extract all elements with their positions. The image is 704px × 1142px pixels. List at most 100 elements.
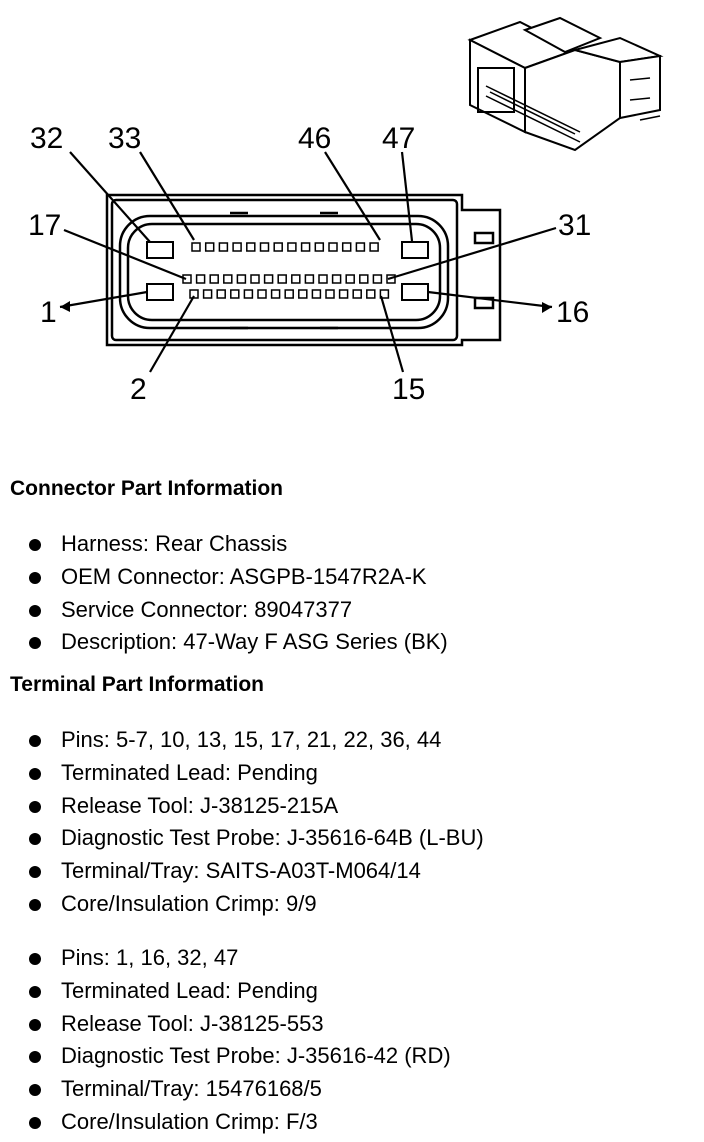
bullet-icon (29, 866, 41, 879)
terminal-cavity (232, 242, 242, 252)
terminal-cavity (366, 289, 376, 299)
terminal-cavity (202, 289, 213, 299)
pin-label-16: 16 (556, 296, 589, 329)
terminal-cavity (243, 289, 254, 299)
terminal-cavity (291, 274, 301, 284)
connector-face (105, 193, 502, 347)
bullet-icon (29, 735, 41, 747)
bullet-icon (29, 1084, 41, 1097)
connector-section-title: Connector Part Information (10, 477, 284, 500)
bullet-icon (29, 571, 41, 584)
terminal-cavity (359, 274, 369, 284)
terminal-cavity (218, 242, 229, 252)
pin-label-17: 17 (28, 209, 61, 242)
bullet-icon (29, 985, 41, 998)
terminal-cavity (379, 289, 390, 299)
bullet-icon (29, 833, 41, 846)
list-item: Terminal/Tray: SAITS-A03T-M064/14 (0, 855, 484, 888)
terminal-cavity (298, 289, 308, 299)
cavity-16 (401, 283, 429, 301)
terminal-cavity (216, 289, 226, 299)
connector-info-list: Harness: Rear Chassis OEM Connector: ASG… (0, 528, 448, 659)
terminal-cavity (304, 274, 315, 284)
terminal-cavity (325, 289, 335, 299)
terminal-info-list-2: Pins: 1, 16, 32, 47 Terminated Lead: Pen… (0, 942, 451, 1139)
list-item: Release Tool: J-38125-553 (0, 1008, 451, 1041)
terminal-cavity (204, 242, 215, 252)
large-cavities (146, 241, 429, 301)
terminal-cavity (277, 274, 287, 284)
leader-arrowheads (60, 301, 552, 313)
connector-3d-thumbnail (467, 16, 664, 152)
cavity-47 (401, 241, 429, 259)
bullet-icon (29, 1018, 41, 1031)
list-item: Core/Insulation Crimp: 9/9 (0, 888, 484, 921)
terminal-cavity (311, 289, 322, 299)
terminal-cavity (328, 242, 338, 252)
bullet-icon (29, 953, 41, 965)
list-item: Diagnostic Test Probe: J-35616-42 (RD) (0, 1040, 451, 1073)
pin-label-33: 33 (108, 122, 141, 155)
terminal-cavity (314, 242, 325, 252)
terminal-cavity (352, 289, 362, 299)
pin-label-15: 15 (392, 373, 425, 406)
bullet-icon (29, 1051, 41, 1064)
terminal-cavity (246, 242, 256, 252)
pin-label-32: 32 (30, 122, 63, 155)
terminal-cavity (355, 242, 366, 252)
terminal-cavity (259, 242, 270, 252)
pin-label-1: 1 (40, 296, 57, 329)
bullet-icon (29, 898, 41, 911)
terminal-cavity (345, 274, 355, 284)
pin-label-46: 46 (298, 122, 331, 155)
terminal-cavity (287, 242, 297, 252)
terminal-cavity (257, 289, 267, 299)
bullet-icon (29, 767, 41, 780)
pin-label-2: 2 (130, 373, 147, 406)
list-item: Pins: 5-7, 10, 13, 15, 17, 21, 22, 36, 4… (0, 724, 484, 757)
list-item: Harness: Rear Chassis (0, 528, 448, 561)
connector-diagram: 32 33 46 47 17 31 1 16 2 15 (28, 16, 664, 406)
terminal-cavity (250, 274, 260, 284)
terminal-cavity (331, 274, 342, 284)
terminal-cavity (369, 242, 379, 252)
list-item: Core/Insulation Crimp: F/3 (0, 1106, 451, 1139)
list-item: Pins: 1, 16, 32, 47 (0, 942, 451, 975)
terminal-cavity (273, 242, 283, 252)
cavity-32 (146, 241, 174, 259)
pin-label-47: 47 (382, 122, 415, 155)
leader-lines (59, 151, 557, 373)
list-item: Diagnostic Test Probe: J-35616-64B (L-BU… (0, 822, 484, 855)
bullet-icon (29, 604, 41, 617)
list-item: Terminated Lead: Pending (0, 757, 484, 790)
bullet-icon (29, 539, 41, 551)
terminal-cavity (263, 274, 274, 284)
terminal-cavity (372, 274, 383, 284)
cavity-1 (146, 283, 174, 301)
terminal-section-title: Terminal Part Information (10, 673, 264, 696)
list-item: Terminated Lead: Pending (0, 975, 451, 1008)
terminal-cavity (300, 242, 311, 252)
terminal-cavity (338, 289, 349, 299)
list-item: Terminal/Tray: 15476168/5 (0, 1073, 451, 1106)
terminal-cavity (284, 289, 294, 299)
bullet-icon (29, 800, 41, 813)
terminal-cavity (341, 242, 352, 252)
terminal-cavity (223, 274, 233, 284)
terminal-info-list-1: Pins: 5-7, 10, 13, 15, 17, 21, 22, 36, 4… (0, 724, 484, 921)
small-cavities (182, 242, 396, 299)
terminal-cavity (270, 289, 281, 299)
bullet-icon (29, 637, 41, 650)
pin-label-31: 31 (558, 209, 591, 242)
list-item: Release Tool: J-38125-215A (0, 790, 484, 823)
terminal-cavity (191, 242, 201, 252)
terminal-cavity (236, 274, 247, 284)
terminal-cavity (195, 274, 206, 284)
list-item: Service Connector: 89047377 (0, 594, 448, 627)
list-item: OEM Connector: ASGPB-1547R2A-K (0, 561, 448, 594)
terminal-cavity (318, 274, 328, 284)
list-item: Description: 47-Way F ASG Series (BK) (0, 626, 448, 659)
bullet-icon (29, 1116, 41, 1129)
terminal-cavity (182, 274, 192, 284)
terminal-cavity (230, 289, 240, 299)
